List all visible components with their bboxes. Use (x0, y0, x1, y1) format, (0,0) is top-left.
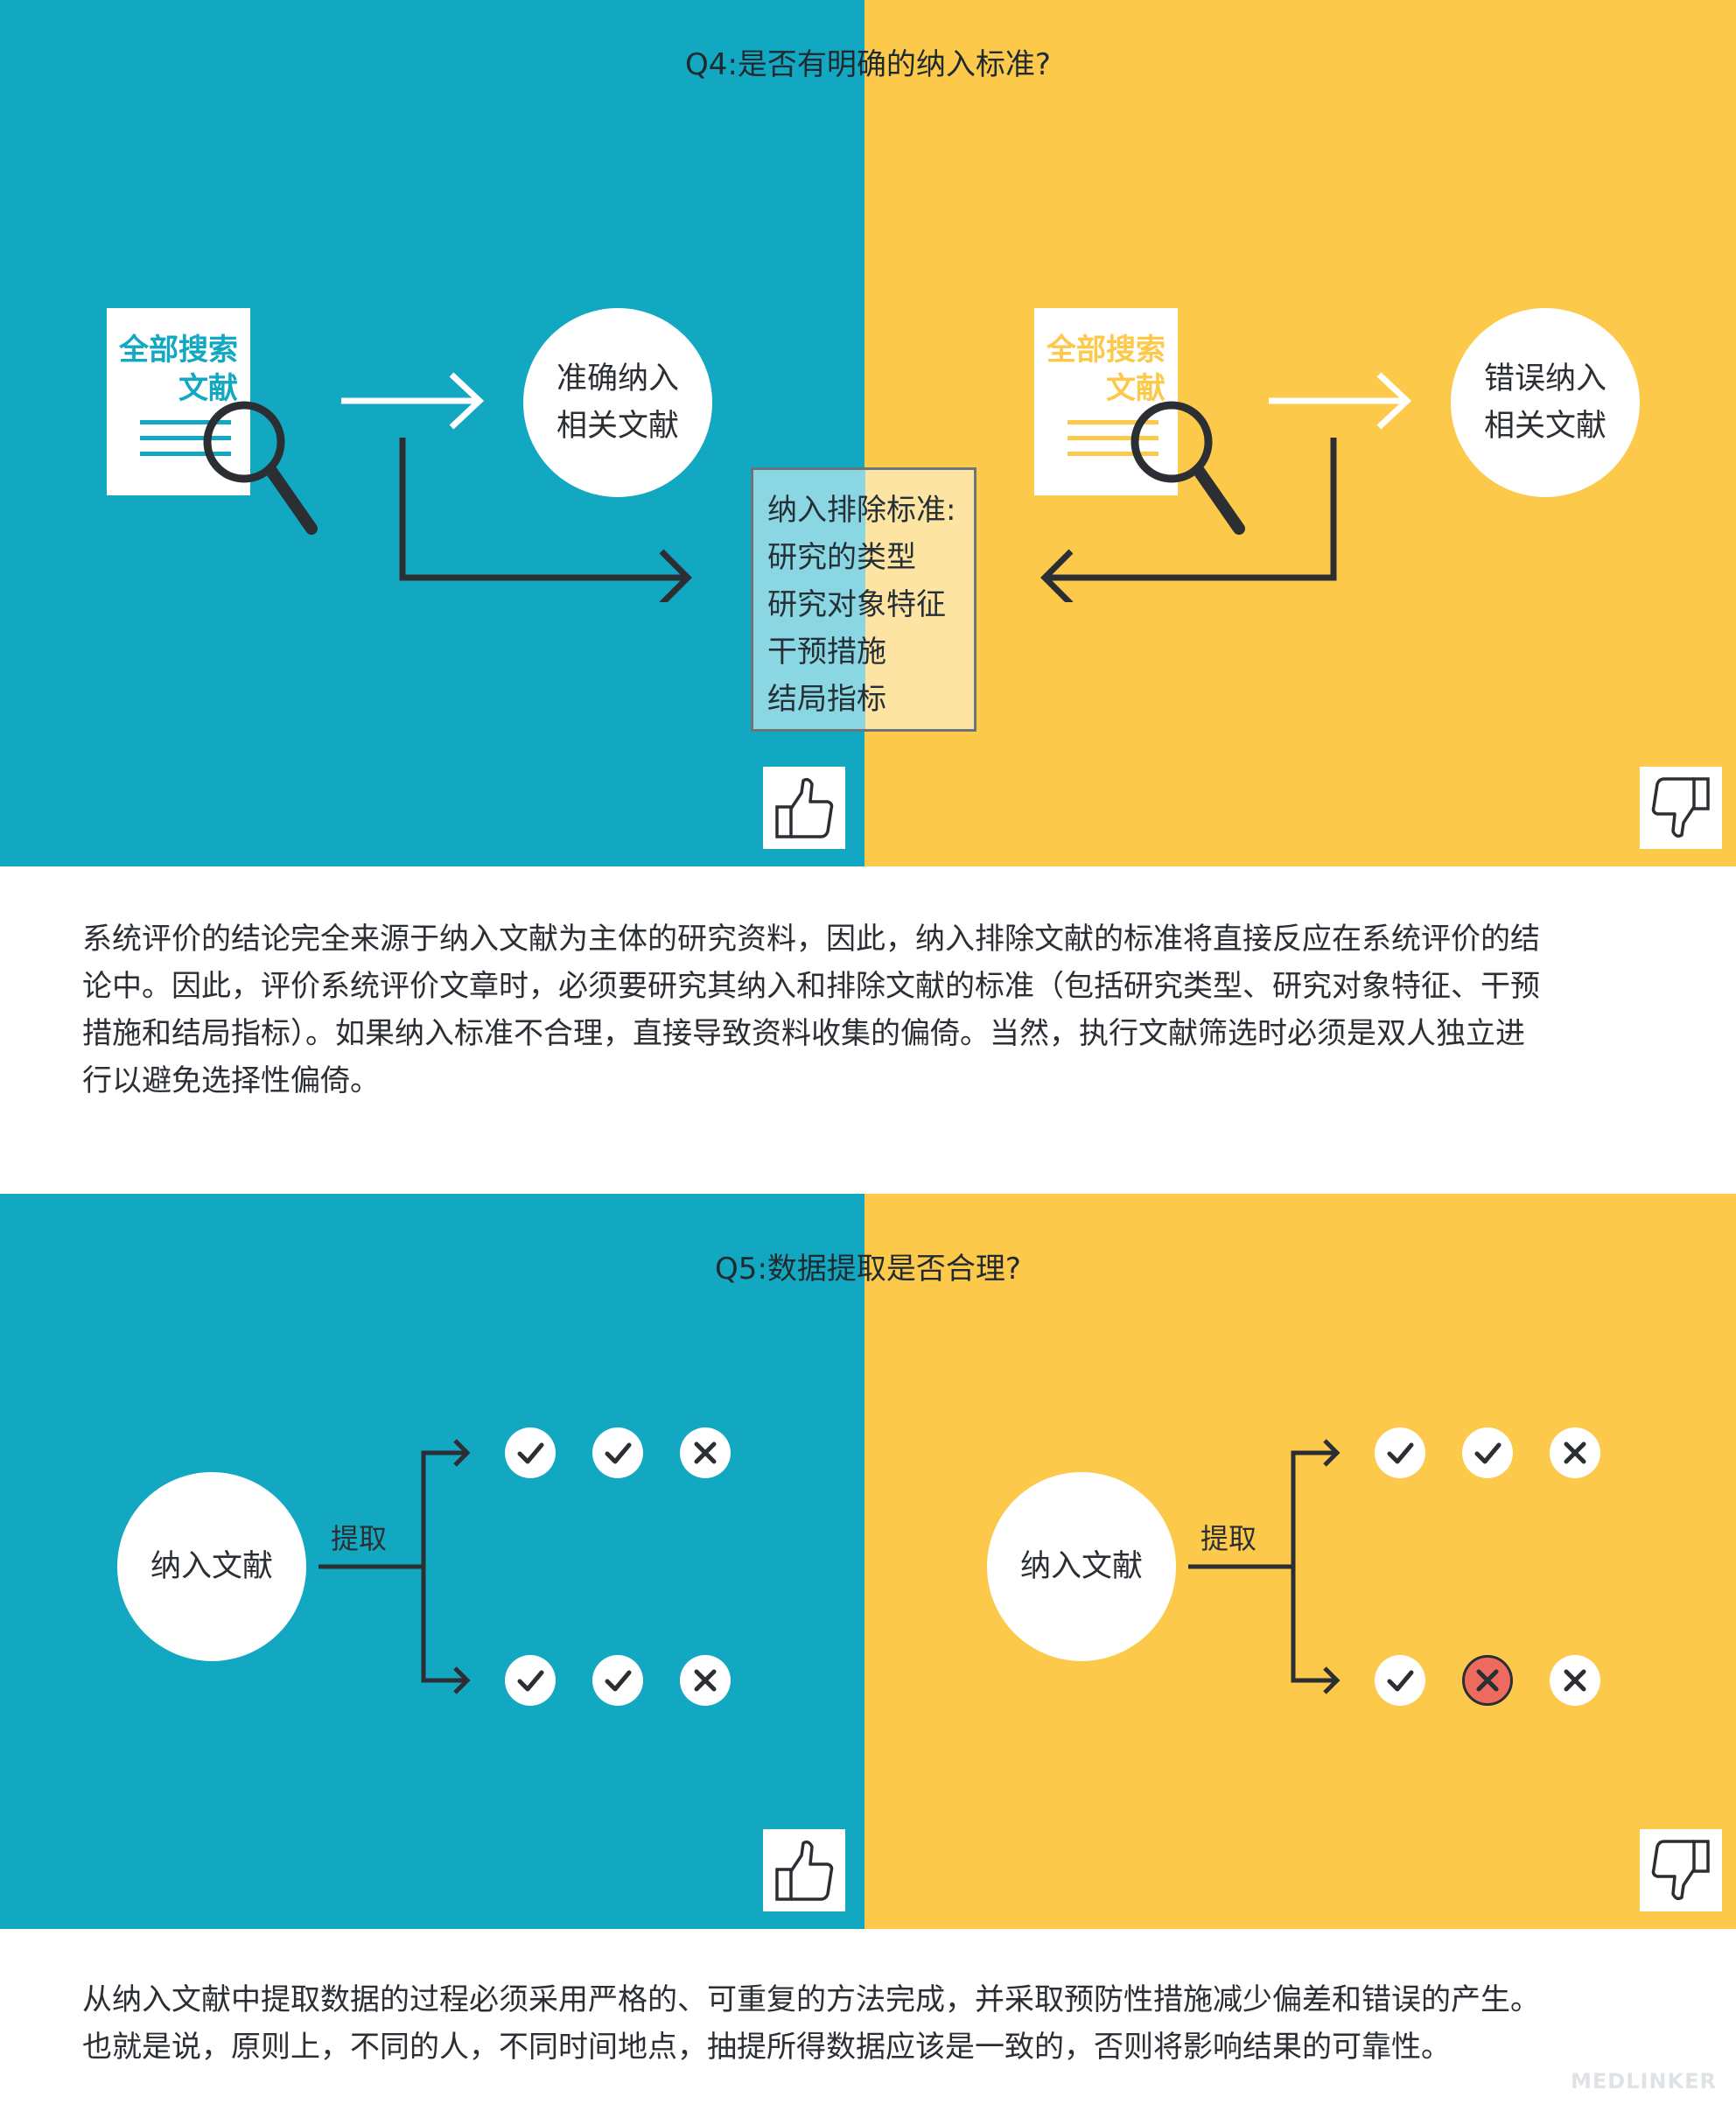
q4-left-result-circle: 准确纳入 相关文献 (523, 308, 712, 497)
thumbs-up-icon (775, 777, 834, 838)
branch-arrows-icon (1188, 1439, 1340, 1694)
magnifier-icon (203, 401, 318, 535)
doc-line (140, 452, 231, 456)
check-icon (1474, 1442, 1502, 1464)
check-mark-circle (1375, 1427, 1425, 1478)
criteria-item: 研究的类型 (767, 540, 916, 575)
check-icon (1387, 1442, 1414, 1464)
doc-label-line1: 全部搜索 (119, 333, 238, 368)
check-mark-circle (1462, 1427, 1513, 1478)
cross-icon (1564, 1669, 1586, 1692)
check-mark-circle (1375, 1655, 1425, 1706)
paragraph-line: 系统评价的结论完全来源于纳入文献为主体的研究资料，因此，纳入排除文献的标准将直接… (82, 922, 1540, 957)
check-icon (1387, 1670, 1414, 1692)
error-mark-circle (1462, 1655, 1513, 1706)
check-icon (517, 1670, 544, 1692)
q4-thumbs-down-box (1640, 767, 1722, 849)
extract-label: 提取 (1200, 1522, 1257, 1555)
cross-mark-circle (1550, 1655, 1600, 1706)
result-line1: 准确纳入 (556, 361, 679, 396)
doc-label-line2: 文献 (178, 371, 238, 406)
criteria-title: 纳入排除标准: (767, 493, 956, 528)
paragraph-line: 措施和结局指标）。如果纳入标准不合理，直接导致资料收集的偏倚。当然，执行文献筛选… (82, 1016, 1525, 1051)
doc-line (140, 420, 231, 424)
q5-thumbs-down-box (1640, 1829, 1722, 1911)
cross-mark-circle (1550, 1427, 1600, 1478)
cross-icon (694, 1441, 717, 1464)
source-label: 纳入文献 (150, 1549, 273, 1584)
doc-line (1068, 436, 1158, 440)
thumbs-up-icon (775, 1840, 834, 1901)
doc-label-line2: 文献 (1106, 371, 1166, 406)
medlinker-watermark: MEDLINKER (1571, 2069, 1717, 2093)
check-icon (517, 1442, 544, 1464)
paragraph-line: 行以避免选择性偏倚。 (82, 1063, 380, 1098)
paragraph-line: 论中。因此，评价系统评价文章时，必须要研究其纳入和排除文献的标准（包括研究类型、… (82, 969, 1540, 1004)
branch-arrows-icon (318, 1439, 471, 1694)
result-line2: 相关文献 (556, 409, 679, 444)
magnifier-icon (1130, 401, 1245, 535)
criteria-item: 研究对象特征 (767, 587, 946, 622)
check-icon (605, 1442, 632, 1464)
q5-title: Q5:数据提取是否合理? (715, 1252, 1021, 1287)
criteria-item: 干预措施 (767, 635, 886, 670)
arrow-right-icon (341, 372, 485, 430)
q4-left-document: 全部搜索 文献 (107, 308, 250, 495)
doc-line (1068, 452, 1158, 456)
paragraph-line: 从纳入文献中提取数据的过程必须采用严格的、可重复的方法完成，并采取预防性措施减少… (82, 1982, 1540, 2017)
source-label: 纳入文献 (1019, 1549, 1143, 1584)
doc-line (1068, 420, 1158, 424)
thumbs-down-icon (1651, 777, 1710, 838)
cross-icon (1564, 1441, 1586, 1464)
arrow-right-icon (1269, 372, 1412, 430)
criteria-box: 纳入排除标准: 研究的类型 研究对象特征 干预措施 结局指标 (751, 467, 976, 732)
check-mark-circle (505, 1655, 556, 1706)
error-cross-icon (1476, 1669, 1499, 1692)
thumbs-down-icon (1651, 1840, 1710, 1901)
q5-thumbs-up-box (763, 1829, 845, 1911)
q5-right-source-circle: 纳入文献 (987, 1472, 1176, 1661)
check-icon (605, 1670, 632, 1692)
doc-label-line1: 全部搜索 (1046, 333, 1166, 368)
cross-mark-circle (680, 1427, 731, 1478)
q4-right-result-circle: 错误纳入 相关文献 (1451, 308, 1640, 497)
arrow-elbow-left-icon (1040, 438, 1337, 602)
criteria-item: 结局指标 (767, 682, 886, 717)
arrow-elbow-icon (399, 438, 692, 602)
q4-thumbs-up-box (763, 767, 845, 849)
check-mark-circle (592, 1655, 643, 1706)
check-mark-circle (505, 1427, 556, 1478)
q4-title: Q4:是否有明确的纳入标准? (685, 47, 1051, 82)
q4-explanation: 系统评价的结论完全来源于纳入文献为主体的研究资料，因此，纳入排除文献的标准将直接… (82, 915, 1648, 1105)
result-line2: 相关文献 (1483, 409, 1606, 444)
doc-line (140, 436, 231, 440)
result-line1: 错误纳入 (1483, 361, 1606, 396)
cross-icon (694, 1669, 717, 1692)
q4-right-document: 全部搜索 文献 (1034, 308, 1178, 495)
q5-explanation: 从纳入文献中提取数据的过程必须采用严格的、可重复的方法完成，并采取预防性措施减少… (82, 1976, 1648, 2071)
extract-label: 提取 (331, 1522, 388, 1555)
cross-mark-circle (680, 1655, 731, 1706)
check-mark-circle (592, 1427, 643, 1478)
paragraph-line: 也就是说，原则上，不同的人，不同时间地点，抽提所得数据应该是一致的，否则将影响结… (82, 2030, 1451, 2065)
q5-left-source-circle: 纳入文献 (117, 1472, 306, 1661)
